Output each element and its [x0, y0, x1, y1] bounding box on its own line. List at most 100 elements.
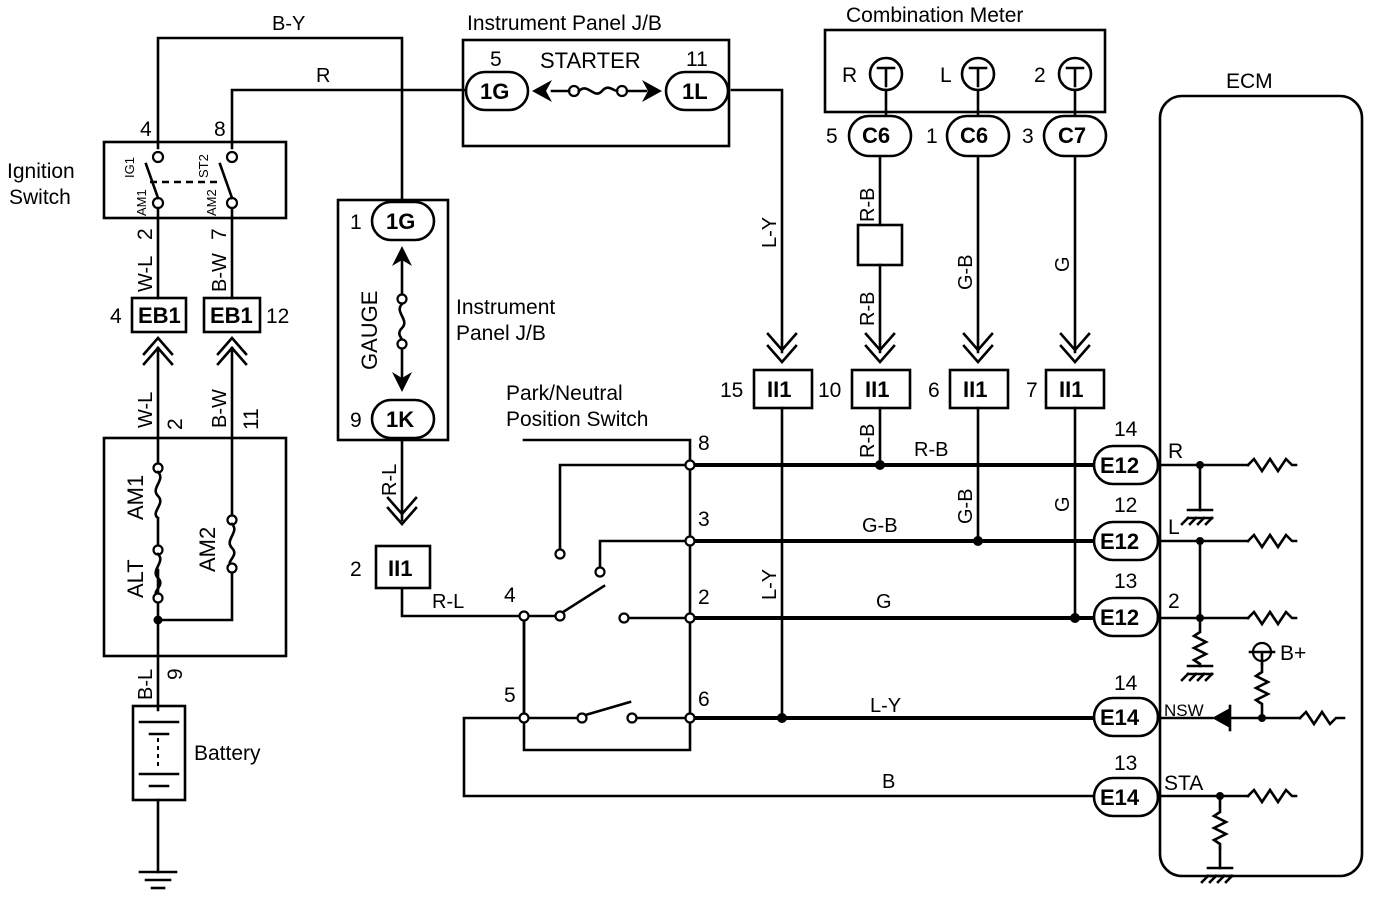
pin-cm-5: 5 — [826, 125, 838, 148]
conn-e14-14: E14 — [1100, 705, 1140, 730]
conn-1g-top: 1G — [480, 79, 509, 104]
fuse-am1: AM1 — [123, 475, 148, 520]
lamp-r: R — [842, 64, 857, 87]
ecm-term-nsw: NSW — [1164, 701, 1204, 720]
eb1-left: EB1 — [138, 303, 181, 328]
instrument-panel-jb-starter: Instrument Panel J/B 5 11 1G 1L STARTER — [461, 12, 731, 148]
conn-e12-14: E12 — [1100, 453, 1139, 478]
park-neutral-switch: Park/Neutral Position Switch 8 3 2 4 5 6… — [504, 382, 787, 724]
combination-meter: Combination Meter R L 2 C6 C6 C7 5 1 3 R… — [759, 4, 1108, 326]
pin-fuse-11: 11 — [240, 408, 263, 430]
pin-fuse-9: 9 — [164, 668, 187, 680]
ecm: ECM E12 E12 E12 E14 E14 14 12 13 14 13 R… — [1092, 70, 1364, 884]
conn-ii1-2: II1 — [388, 556, 412, 581]
jb-mid-title-1: Instrument — [456, 296, 555, 319]
ecm-title: ECM — [1226, 70, 1273, 93]
pin-ii1-2: 2 — [350, 558, 362, 581]
pin-ecm-14a: 14 — [1114, 418, 1138, 441]
pnp-label-2: Position Switch — [506, 408, 648, 431]
pin-pnp-4: 4 — [504, 584, 516, 607]
wire-r-l-horiz: R-L — [432, 591, 464, 613]
pin-ii1-6: 6 — [928, 379, 940, 402]
eb1-right: EB1 — [210, 303, 253, 328]
pin-fuse-2: 2 — [164, 418, 187, 430]
pin-pnp-6: 6 — [698, 688, 710, 711]
pin-am1: 2 — [134, 228, 157, 240]
lamp-2: 2 — [1034, 64, 1046, 87]
b-plus-label: B+ — [1280, 642, 1306, 665]
pin-eb1-12: 12 — [266, 305, 289, 328]
combination-meter-title: Combination Meter — [846, 4, 1023, 27]
pin-starter-11: 11 — [686, 48, 708, 71]
term-am2-label: AM2 — [204, 189, 219, 216]
pin-ecm-12: 12 — [1114, 494, 1137, 517]
wire-b-w-bot: B-W — [209, 389, 231, 428]
conn-e14-13: E14 — [1100, 785, 1140, 810]
wire-l-y-horiz: L-Y — [870, 695, 901, 717]
wire-g-vert: G — [1052, 256, 1074, 272]
pin-eb1-4: 4 — [110, 305, 122, 328]
jb-top-title: Instrument Panel J/B — [467, 12, 662, 35]
wire-r-b-top: R-B — [857, 188, 879, 222]
wire-g-b-horiz: G-B — [862, 515, 898, 537]
wire-g-horiz: G — [876, 591, 892, 613]
wire-r-b-horiz: R-B — [914, 439, 948, 461]
lamp-l: L — [940, 64, 952, 87]
term-am1-label: AM1 — [134, 189, 149, 216]
conn-ii1-7: II1 — [1059, 377, 1083, 402]
wire-b: B — [882, 771, 895, 793]
conn-c6-r: C6 — [862, 123, 890, 148]
pin-st2: 8 — [214, 118, 226, 141]
wire-l-y-vert: L-Y — [759, 217, 781, 248]
wire-g-b-vert: G-B — [955, 254, 977, 290]
pin-cm-3: 3 — [1022, 125, 1034, 148]
conn-1k: 1K — [386, 407, 414, 432]
pin-ii1-7: 7 — [1026, 379, 1038, 402]
fuse-box: AM1 ALT AM2 B-L 9 — [102, 436, 288, 700]
pin-cm-1: 1 — [926, 125, 938, 148]
jb-mid-title-2: Panel J/B — [456, 322, 546, 345]
ignition-switch-label-2: Switch — [9, 186, 71, 209]
pnp-label-1: Park/Neutral — [506, 382, 623, 405]
wires — [156, 36, 1096, 874]
eb1-connectors: EB1 EB1 4 12 W-L B-W 2 11 — [110, 296, 289, 430]
wire-g-b-low: G-B — [955, 488, 977, 524]
wire-g-low: G — [1052, 496, 1074, 512]
conn-ii1-10: II1 — [865, 377, 889, 402]
conn-1l: 1L — [682, 79, 708, 104]
pin-ecm-13a: 13 — [1114, 570, 1137, 593]
ignition-switch-label-1: Ignition — [7, 160, 75, 183]
conn-ii1-6: II1 — [963, 377, 987, 402]
pin-pnp-8: 8 — [698, 432, 710, 455]
conn-1g-mid: 1G — [386, 209, 415, 234]
wire-r-l-vert: R-L — [379, 464, 401, 496]
wire-r-b-bot: R-B — [857, 292, 879, 326]
bus-labels: R-B R-B G-B G-B G G L-Y B — [857, 424, 1080, 793]
conn-e12-13: E12 — [1100, 605, 1139, 630]
term-ig1-label: IG1 — [122, 157, 137, 178]
pin-ig1: 4 — [140, 118, 152, 141]
wire-l-y-low: L-Y — [759, 569, 781, 600]
battery-label: Battery — [194, 742, 261, 765]
ecm-term-sta: STA — [1164, 772, 1203, 795]
instrument-panel-jb-gauge: 1G 1K 1 9 GAUGE Instrument Panel J/B B-Y… — [272, 13, 555, 526]
wire-w-l-top: W-L — [135, 256, 157, 292]
pin-gauge-9: 9 — [350, 409, 362, 432]
fuse-am2: AM2 — [195, 527, 220, 572]
gauge-fuse-label: GAUGE — [357, 291, 382, 370]
conn-c7: C7 — [1058, 123, 1086, 148]
conn-ii1-15: II1 — [767, 377, 791, 402]
ii1-connectors: II1 2 R-L II1 II1 II1 II1 15 10 6 7 — [350, 332, 1106, 613]
pin-ecm-13b: 13 — [1114, 752, 1137, 775]
pin-ecm-14b: 14 — [1114, 672, 1138, 695]
ecm-term-r: R — [1168, 440, 1183, 463]
wire-b-w-top: B-W — [209, 253, 231, 292]
ecm-term-l: L — [1168, 516, 1180, 539]
starter-fuse-label: STARTER — [540, 48, 641, 73]
fuse-alt: ALT — [123, 559, 148, 598]
pin-gauge-1: 1 — [350, 211, 362, 234]
pin-am2: 7 — [208, 228, 231, 240]
wire-r-b-vert: R-B — [857, 424, 879, 458]
pin-starter-5: 5 — [490, 48, 502, 71]
